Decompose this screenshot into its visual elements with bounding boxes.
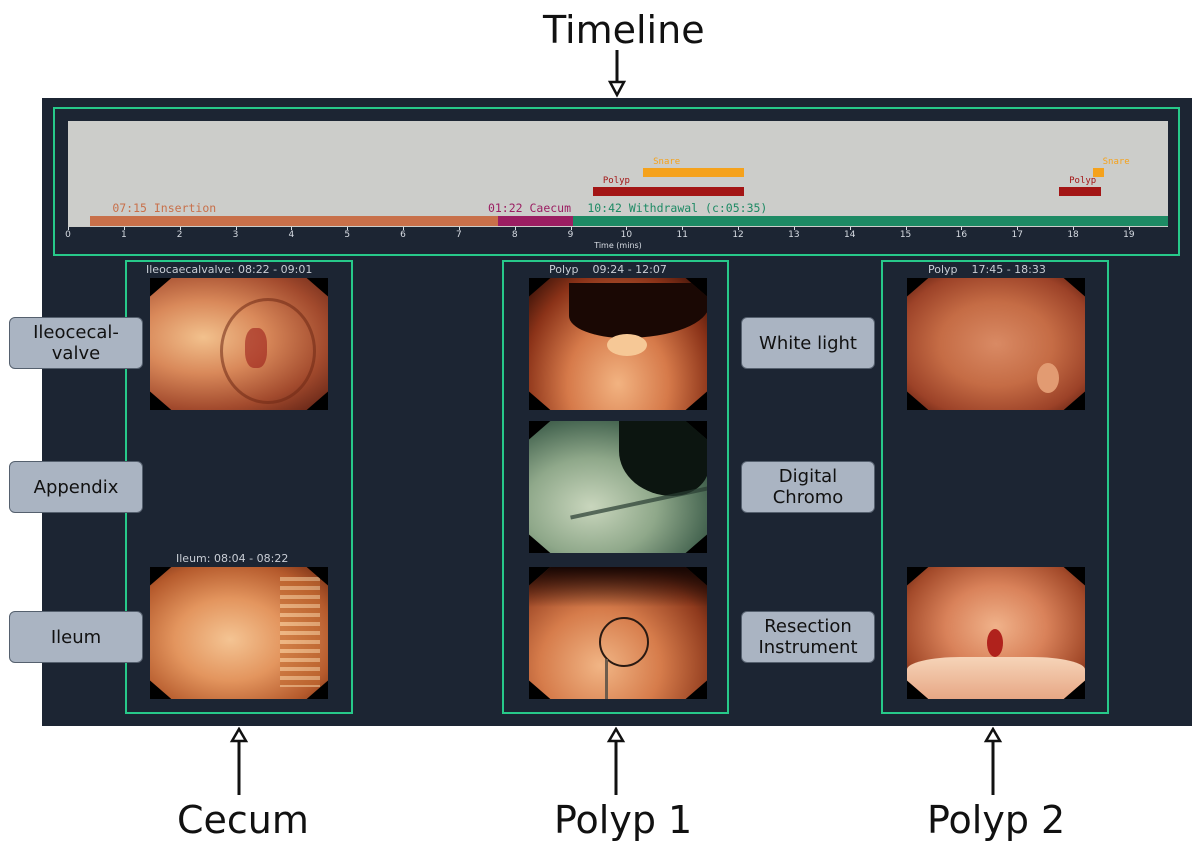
endoscopy-image-polyp2-white-light[interactable] — [907, 278, 1085, 410]
timeline-snare-bar[interactable] — [643, 168, 744, 177]
timeline-tick-mark — [1128, 227, 1130, 230]
timeline-x-axis-label: Time (mins) — [594, 241, 642, 250]
timeline-tick-label: 8 — [511, 230, 518, 240]
timeline-tick-label: 17 — [1011, 230, 1023, 240]
timeline-snare-bar[interactable] — [1092, 168, 1104, 177]
timeline-tick-label: 11 — [676, 230, 688, 240]
timeline-tick-mark — [849, 227, 851, 230]
cecum-top-title: Ileocaecalvalve: 08:22 - 09:01 — [146, 263, 313, 276]
timeline-polyp-label: Polyp — [602, 176, 630, 186]
polyp2-annotation: Polyp 2 — [927, 798, 1066, 842]
label-ileocecal-valve: Ileocecal- valve — [9, 317, 143, 369]
timeline-frame — [53, 107, 1180, 256]
arrow-up-icon — [606, 727, 626, 795]
endoscopy-image-ileocecal-valve[interactable] — [150, 278, 328, 410]
label-resection-instrument: Resection Instrument — [741, 611, 875, 663]
timeline-tick-mark — [570, 227, 572, 230]
timeline-tick-mark — [458, 227, 460, 230]
timeline-phase-label: 07:15 Insertion — [112, 201, 217, 215]
polyp1-group — [502, 260, 729, 714]
timeline-tick-label: 5 — [344, 230, 351, 240]
timeline-phase-label: 10:42 Withdrawal (c:05:35) — [587, 201, 768, 215]
timeline-polyp-label: Polyp — [1069, 176, 1097, 186]
label-white-light: White light — [741, 317, 875, 369]
cecum-annotation: Cecum — [177, 798, 309, 842]
polyp2-title: Polyp 17:45 - 18:33 — [928, 263, 1046, 276]
timeline-tick-label: 4 — [288, 230, 295, 240]
timeline-tick-mark — [123, 227, 125, 230]
timeline-tick-label: 0 — [65, 230, 71, 240]
label-appendix: Appendix — [9, 461, 143, 513]
timeline-polyp-bar[interactable] — [1059, 187, 1101, 196]
timeline-tick-label: 12 — [732, 230, 744, 240]
arrow-up-icon — [229, 727, 249, 795]
label-digital-chromo: Digital Chromo — [741, 461, 875, 513]
timeline-tick-label: 7 — [455, 230, 462, 240]
timeline-polyp-bar[interactable] — [592, 187, 744, 196]
timeline-tick-mark — [626, 227, 628, 230]
timeline-tick-label: 2 — [176, 230, 183, 240]
timeline-tick-label: 1 — [120, 230, 127, 240]
timeline-tick-label: 15 — [899, 230, 912, 240]
timeline-tick-mark — [738, 227, 740, 230]
arrow-up-icon — [983, 727, 1003, 795]
cecum-bottom-title: Ileum: 08:04 - 08:22 — [176, 552, 289, 565]
timeline-tick-mark — [514, 227, 516, 230]
timeline-tick-mark — [961, 227, 963, 230]
timeline-phase-bar[interactable] — [573, 216, 1168, 226]
timeline-tick-label: 19 — [1123, 230, 1135, 240]
timeline-tick-label: 10 — [620, 230, 633, 240]
timeline-phase-bar[interactable] — [497, 216, 574, 226]
timeline-tick-mark — [905, 227, 907, 230]
timeline-annotation: Timeline — [543, 8, 705, 52]
timeline-tick-label: 18 — [1067, 230, 1079, 240]
timeline-tick-mark — [235, 227, 237, 230]
timeline-tick-mark — [682, 227, 684, 230]
timeline-tick-mark — [68, 227, 69, 230]
polyp1-title: Polyp 09:24 - 12:07 — [549, 263, 667, 276]
endoscopy-image-polyp1-digital-chromo[interactable] — [529, 421, 707, 553]
timeline-tick-label: 9 — [567, 230, 574, 240]
endoscopy-image-polyp1-white-light[interactable] — [529, 278, 707, 410]
endoscopy-image-ileum[interactable] — [150, 567, 328, 699]
timeline-tick-mark — [793, 227, 795, 230]
timeline-tick-mark — [347, 227, 349, 230]
timeline-snare-label: Snare — [653, 157, 681, 167]
timeline-tick-mark — [403, 227, 405, 230]
timeline-tick-label: 13 — [788, 230, 800, 240]
arrow-down-icon — [607, 50, 627, 98]
label-ileum: Ileum — [9, 611, 143, 663]
timeline-phase-label: 01:22 Caecum — [487, 201, 572, 215]
timeline-tick-label: 14 — [843, 230, 856, 240]
timeline-tick-label: 3 — [232, 230, 239, 240]
endoscopy-image-polyp2-resection-instrument[interactable] — [907, 567, 1085, 699]
timeline-tick-mark — [291, 227, 293, 230]
timeline-tick-mark — [1073, 227, 1075, 230]
timeline-tick-label: 16 — [955, 230, 968, 240]
timeline-tick-mark — [179, 227, 181, 230]
timeline-snare-label: Snare — [1102, 157, 1130, 167]
timeline-plot[interactable]: 07:15 Insertion 01:22 Caecum 10:42 Withdra… — [68, 121, 1168, 227]
polyp1-annotation: Polyp 1 — [554, 798, 693, 842]
timeline-phase-bar[interactable] — [90, 216, 498, 226]
polyp2-group — [881, 260, 1109, 714]
endoscopy-image-polyp1-resection-instrument[interactable] — [529, 567, 707, 699]
timeline-tick-mark — [1017, 227, 1019, 230]
timeline-tick-label: 6 — [400, 230, 406, 240]
